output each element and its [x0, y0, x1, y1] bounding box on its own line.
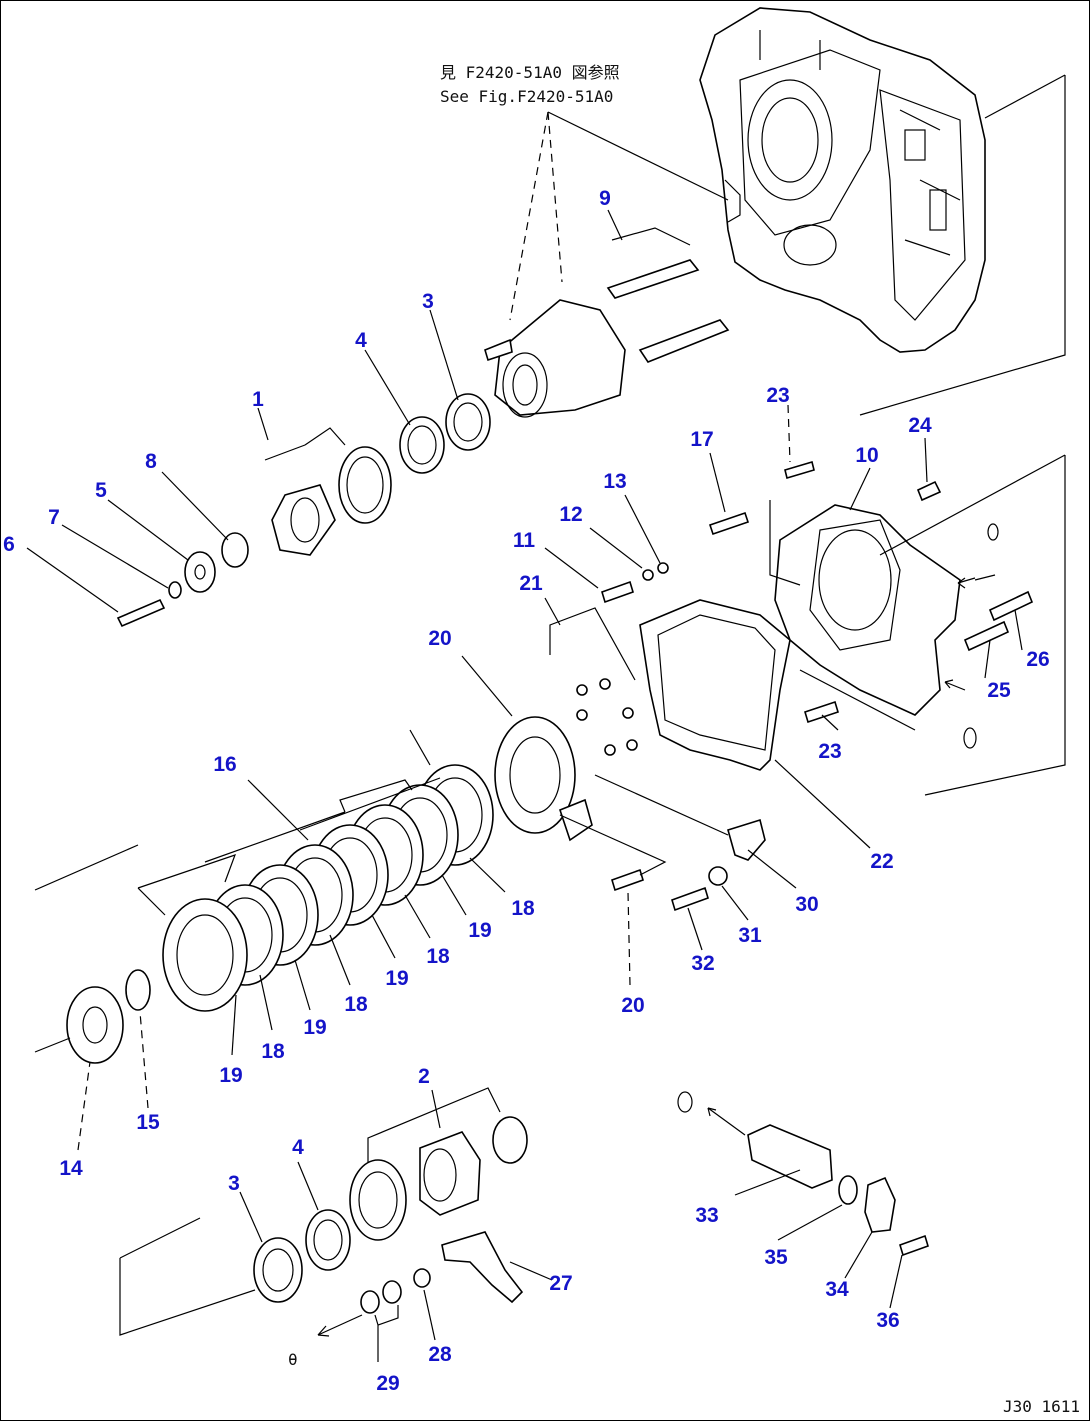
part-22-gasket: [639, 599, 791, 771]
part-14-hub: [66, 986, 124, 1064]
label-part-14: 14: [59, 1157, 83, 1180]
part-4-ring-lower: [305, 1209, 351, 1271]
part-6-bolt: [116, 598, 166, 628]
label-part-34: 34: [825, 1278, 849, 1301]
label-part-19-c: 19: [303, 1016, 326, 1039]
part-4-ring: [399, 416, 445, 474]
part-13-nut: [657, 562, 669, 574]
part-11-bolt: [601, 580, 634, 604]
part-labels: 1 2 3 3 4 4 5 6 7 8 9 10 11 12 13 14 15 …: [3, 187, 1050, 1395]
part-32-bolt: [671, 886, 709, 912]
label-part-19-d: 19: [219, 1064, 242, 1087]
part-29-nut-b: [360, 1290, 380, 1314]
label-part-18-c: 18: [344, 993, 368, 1016]
label-part-7: 7: [48, 506, 60, 529]
label-part-10: 10: [855, 444, 878, 467]
part-21-plugs: [549, 607, 638, 756]
label-part-18-d: 18: [261, 1040, 285, 1063]
label-part-20-lower: 20: [621, 994, 644, 1017]
label-part-4-lower: 4: [292, 1136, 304, 1159]
part-5-washer: [184, 551, 216, 593]
drawing-code: J30 1611: [1003, 1397, 1080, 1416]
label-part-24: 24: [908, 414, 932, 437]
part-1-gear: [264, 427, 392, 556]
part-3-seal-ring: [445, 393, 491, 451]
reference-note-jp: 見 F2420-51A0 図参照: [440, 63, 620, 82]
leader-lines: [26, 209, 1023, 1362]
part-15-snap-ring: [125, 969, 151, 1011]
part-10-case-cover: [769, 454, 1066, 796]
label-part-15: 15: [136, 1111, 160, 1134]
part-12-washer: [642, 569, 654, 581]
label-part-19-a: 19: [468, 919, 491, 942]
label-part-1: 1: [252, 388, 264, 411]
part-20-plate: [494, 716, 667, 892]
part-29-nut-a: [382, 1280, 402, 1304]
label-part-3: 3: [422, 290, 434, 313]
label-part-11: 11: [513, 529, 536, 552]
arrow-ref-mark-lower: θ: [288, 1350, 298, 1369]
label-part-35: 35: [764, 1246, 788, 1269]
part-36-bolt: [899, 1234, 929, 1257]
part-7-washer: [168, 581, 182, 599]
label-part-3-lower: 3: [228, 1172, 240, 1195]
clutch-disc-pack: [34, 729, 494, 1012]
label-part-23-upper: 23: [766, 384, 789, 407]
label-part-28: 28: [428, 1343, 452, 1366]
label-part-36: 36: [876, 1309, 899, 1332]
part-retainer-housing: [484, 299, 626, 418]
label-part-4: 4: [355, 329, 367, 352]
label-part-32: 32: [691, 952, 714, 975]
reference-note-en: See Fig.F2420-51A0: [440, 87, 613, 106]
label-part-8: 8: [145, 450, 157, 473]
label-part-16: 16: [213, 753, 236, 776]
part-35-o-ring: [838, 1175, 858, 1205]
label-part-17: 17: [690, 428, 713, 451]
label-part-21: 21: [519, 572, 543, 595]
label-part-22: 22: [870, 850, 893, 873]
label-part-33: 33: [695, 1204, 718, 1227]
part-23-pin-upper: [784, 460, 815, 480]
label-part-5: 5: [95, 479, 107, 502]
part-31-washer: [708, 866, 728, 886]
label-part-27: 27: [549, 1272, 572, 1295]
part-8-o-ring: [221, 532, 249, 568]
label-part-2: 2: [418, 1065, 430, 1088]
part-27-lever: [441, 1231, 524, 1304]
label-part-26: 26: [1026, 648, 1049, 671]
part-34-cover: [864, 1176, 896, 1233]
label-part-12: 12: [559, 503, 582, 526]
part-25-bolt: [963, 620, 1010, 652]
transmission-case: [699, 7, 986, 353]
part-33-spool: [747, 1124, 833, 1189]
label-part-25: 25: [987, 679, 1011, 702]
part-2-gear: [349, 1087, 528, 1241]
part-9-bolts: [606, 227, 730, 363]
part-26-bolt: [988, 590, 1034, 622]
part-30-bracket: [727, 818, 766, 861]
label-part-30: 30: [795, 893, 818, 916]
label-part-6: 6: [3, 533, 15, 556]
part-3-seal-lower: [253, 1237, 303, 1303]
part-17-dowel: [708, 511, 750, 536]
reference-leaders: [509, 74, 1066, 416]
label-part-18-a: 18: [511, 897, 535, 920]
label-part-13: 13: [603, 470, 626, 493]
label-part-18-b: 18: [426, 945, 450, 968]
label-part-31: 31: [738, 924, 762, 947]
part-24-bolt: [916, 480, 942, 502]
label-part-19-b: 19: [385, 967, 408, 990]
label-part-23-lower: 23: [818, 740, 841, 763]
label-part-29: 29: [376, 1372, 399, 1395]
label-part-20: 20: [428, 627, 451, 650]
part-23-pin-lower: [804, 700, 839, 724]
label-part-9: 9: [599, 187, 611, 210]
part-28-washer: [413, 1268, 431, 1288]
